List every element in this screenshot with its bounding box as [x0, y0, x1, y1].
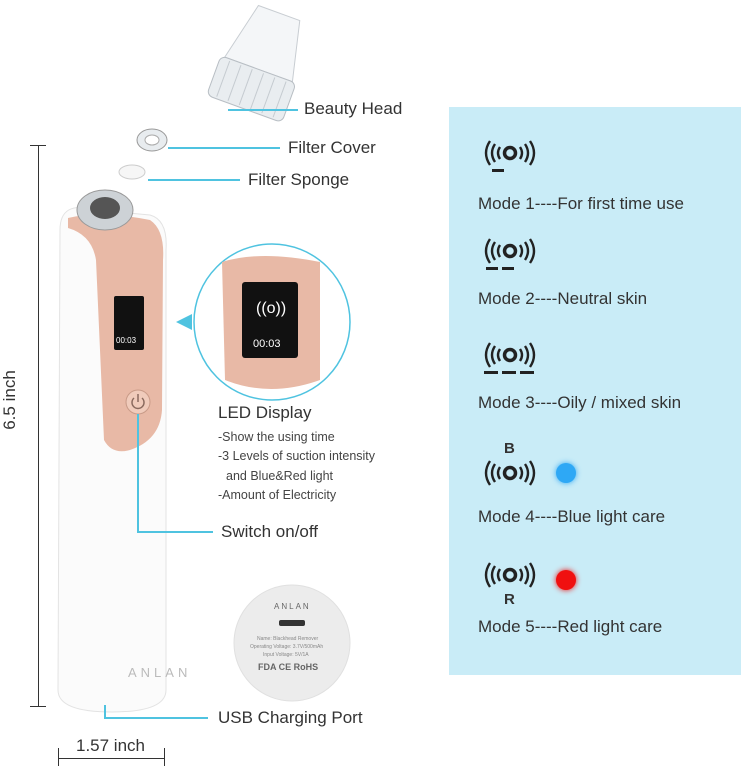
width-label: 1.57 inch	[76, 736, 145, 755]
device-base	[233, 584, 351, 702]
filter-sponge-label: Filter Sponge	[248, 170, 350, 189]
mode-4-letter: B	[504, 440, 515, 457]
usb-label: USB Charging Port	[218, 708, 363, 727]
suction-level-2-icon	[484, 237, 536, 270]
device-illustration	[57, 4, 351, 713]
led-detail-2: -3 Levels of suction intensity	[218, 449, 376, 463]
led-display-label: LED Display	[218, 403, 312, 422]
screen-time: 00:03	[116, 336, 137, 345]
mode-3-label: Mode 3----Oily / mixed skin	[478, 393, 682, 412]
filter-cover-line	[168, 147, 280, 149]
height-dim-tick-top	[30, 145, 46, 146]
width-dim-tick-right	[164, 748, 165, 766]
blue-light-mode-icon	[484, 459, 536, 487]
brand-vertical: ANLAN	[128, 665, 192, 680]
usb-line-vertical	[104, 705, 106, 719]
suction-level-3-icon	[484, 341, 536, 374]
led-detail-3: and Blue&Red light	[226, 469, 334, 483]
base-text-3: Input Voltage: 5V/1A	[263, 652, 309, 658]
height-dim-tick-bottom	[30, 706, 46, 707]
beauty-head	[207, 4, 301, 122]
led-detail-1: -Show the using time	[218, 430, 335, 444]
base-brand: ANLAN	[274, 602, 311, 611]
zoom-pointer-icon	[176, 314, 192, 330]
height-dimension-line	[38, 145, 39, 707]
mode-5-letter: R	[504, 591, 515, 608]
filter-sponge	[118, 164, 146, 180]
beauty-head-label: Beauty Head	[304, 99, 403, 118]
filter-cover-label: Filter Cover	[288, 138, 376, 157]
width-dim-tick-left	[58, 748, 59, 766]
red-light-dot	[556, 570, 576, 590]
blue-light-dot	[556, 463, 576, 483]
switch-label: Switch on/off	[221, 522, 319, 541]
base-text-1: Name: Blackhead Remover	[257, 636, 319, 642]
mode-2-label: Mode 2----Neutral skin	[478, 289, 648, 308]
filter-sponge-line	[148, 179, 240, 181]
beauty-head-line	[228, 109, 298, 111]
switch-line	[137, 531, 213, 533]
mode-1-label: Mode 1----For first time use	[478, 194, 684, 213]
modes-panel: Mode 1----For first time use Mode 2----N…	[449, 107, 741, 675]
led-detail-4: -Amount of Electricity	[218, 488, 337, 502]
suction-level-1-icon	[484, 139, 536, 172]
zoom-screen-mode-icon: ((o))	[256, 300, 287, 317]
switch-line-vertical	[137, 414, 139, 532]
width-dimension-line	[58, 758, 164, 759]
device-screen	[114, 296, 144, 350]
base-text-2: Operating Voltage: 3.7V/500mAh	[250, 644, 324, 650]
usb-line	[104, 717, 208, 719]
red-light-mode-icon	[484, 561, 536, 589]
base-certs: FDA CE RoHS	[258, 662, 319, 672]
mode-5-label: Mode 5----Red light care	[478, 617, 663, 636]
mode-4-label: Mode 4----Blue light care	[478, 507, 666, 526]
zoom-screen-time: 00:03	[253, 338, 281, 350]
